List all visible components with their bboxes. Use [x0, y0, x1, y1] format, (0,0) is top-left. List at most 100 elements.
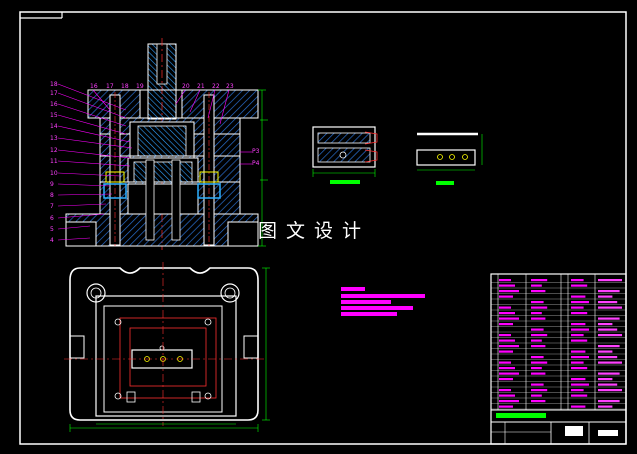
part-no-7: 7: [50, 203, 54, 210]
bom-cell: [571, 279, 584, 282]
part-no-11: 11: [50, 158, 58, 165]
bom-cell: [499, 394, 515, 397]
part-no-16: 16: [50, 101, 58, 108]
bom-cell: [499, 367, 515, 370]
guide-post-circle: [220, 283, 240, 303]
part-numbers-right: P3 P4: [252, 148, 260, 167]
bom-cell: [598, 279, 622, 282]
technical-notes: [341, 287, 425, 316]
bom-cell: [571, 389, 584, 392]
part-no-9: 9: [50, 181, 54, 188]
bom-cell: [531, 279, 548, 282]
watermark-text: 图文设计: [258, 220, 371, 242]
bom-cell: [499, 400, 519, 403]
bom-cell: [531, 389, 548, 392]
plan-view: [64, 262, 266, 426]
bom-cell: [499, 284, 515, 287]
bom-cell: [499, 306, 511, 309]
part-no-18: 18: [50, 81, 58, 88]
part-no-p4: P4: [252, 160, 260, 167]
sheet-border: [19, 11, 627, 445]
bom-cell: [499, 350, 513, 353]
bom-cell: [499, 345, 519, 348]
part-no-13: 13: [50, 135, 58, 142]
part-no-15: 15: [50, 112, 58, 119]
bom-cell: [499, 290, 519, 293]
bom-cell: [571, 306, 584, 309]
part-no-5: 5: [50, 226, 54, 233]
top-label-20: 20: [182, 83, 190, 90]
bom-cell: [499, 389, 511, 392]
bom-cell: [598, 301, 618, 304]
bom-cell: [531, 367, 542, 370]
bom-cell: [499, 323, 513, 326]
section-view: [65, 38, 259, 250]
bom-cell: [571, 394, 588, 397]
bom-cell: [571, 383, 589, 386]
bom-cell: [598, 405, 613, 408]
bom-cell: [571, 295, 586, 298]
bom-cell: [531, 312, 542, 315]
top-label-18: 18: [121, 83, 129, 90]
bom-cell: [571, 339, 588, 342]
bom-cell: [598, 317, 620, 320]
bom-cell: [499, 405, 513, 408]
bom-cell: [499, 312, 515, 315]
bom-cell: [571, 350, 586, 353]
bom-cell: [531, 361, 548, 364]
top-label-16: 16: [90, 83, 98, 90]
bom-cell: [531, 306, 548, 309]
bom-cell: [531, 284, 542, 287]
bom-cell: [598, 356, 618, 359]
bom-cell: [531, 301, 544, 304]
bom-cell: [598, 295, 613, 298]
bill-of-materials: [491, 279, 626, 410]
bom-cell: [531, 317, 546, 320]
bom-cell: [499, 317, 519, 320]
part-no-4: 4: [50, 237, 54, 244]
part-drawing-front: [312, 126, 378, 184]
bom-cell: [598, 400, 620, 403]
part-no-8: 8: [50, 192, 54, 199]
bom-cell: [499, 279, 511, 282]
bom-cell: [499, 361, 511, 364]
bom-cell: [571, 367, 588, 370]
bom-cell: [499, 295, 513, 298]
bom-cell: [571, 405, 586, 408]
bom-cell: [598, 290, 620, 293]
part-no-14: 14: [50, 123, 58, 130]
bom-cell: [571, 334, 584, 337]
bom-cell: [499, 339, 515, 342]
bom-cell: [598, 306, 622, 309]
bom-cell: [598, 361, 622, 364]
part-no-p3: P3: [252, 148, 260, 155]
part-no-12: 12: [50, 147, 58, 154]
bom-cell: [531, 345, 546, 348]
bom-cell: [571, 378, 586, 381]
bom-cell: [571, 323, 586, 326]
bom-cell: [571, 312, 588, 315]
bom-cell: [531, 356, 544, 359]
bom-cell: [499, 372, 519, 375]
bom-cell: [571, 356, 589, 359]
bom-cell: [598, 334, 622, 337]
title-block: [490, 273, 627, 445]
bom-cell: [531, 290, 546, 293]
top-label-23: 23: [226, 83, 234, 90]
section-dimensions: [258, 89, 268, 247]
bom-cell: [598, 372, 620, 375]
bom-cell: [598, 323, 613, 326]
top-label-17: 17: [106, 83, 114, 90]
bom-cell: [571, 301, 589, 304]
bom-cell: [571, 284, 588, 287]
guide-post-circle: [86, 283, 106, 303]
bom-cell: [531, 328, 544, 331]
part-no-10: 10: [50, 170, 58, 177]
part-no-17: 17: [50, 90, 58, 97]
part-drawing-side: [416, 132, 483, 185]
bom-cell: [598, 378, 613, 381]
bom-cell: [598, 345, 620, 348]
bom-cell: [531, 334, 548, 337]
